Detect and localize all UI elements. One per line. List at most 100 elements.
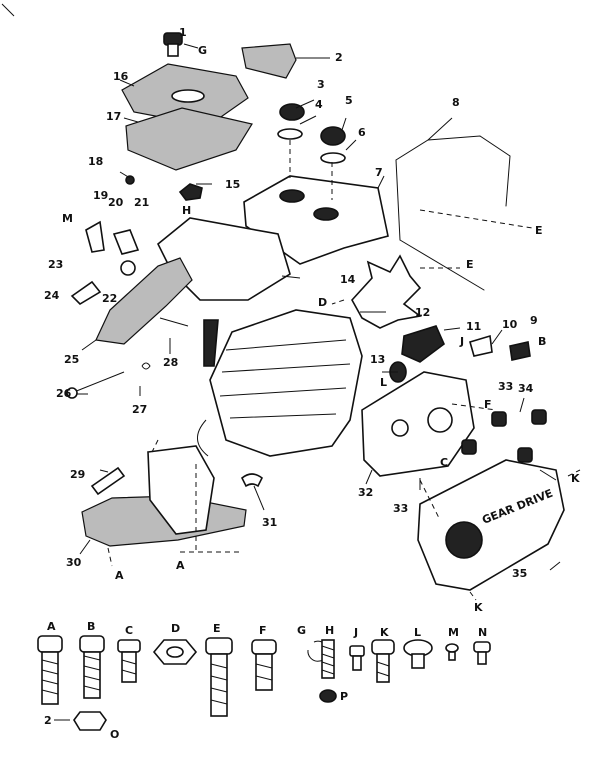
- part-screw-18: [125, 175, 135, 185]
- part-rear-handle: [95, 257, 193, 345]
- label-A1: A: [115, 569, 124, 582]
- label-B: B: [538, 335, 546, 348]
- part-spring: [120, 260, 136, 276]
- label-21: 21: [134, 196, 149, 209]
- label-28: 28: [163, 356, 178, 369]
- hw-label-B: B: [87, 620, 95, 633]
- part-clutch: [401, 325, 445, 363]
- gear-case-hole: [391, 419, 409, 437]
- label-32: 32: [358, 486, 373, 499]
- label-5: 5: [345, 94, 353, 107]
- bolt-head: [66, 387, 78, 399]
- assembly-guide-lines: [107, 140, 581, 601]
- label-6: 6: [358, 126, 366, 139]
- part-knob: [163, 32, 183, 57]
- label-1: 1: [179, 26, 187, 39]
- label-23: 23: [48, 258, 63, 271]
- label-7: 7: [375, 166, 383, 179]
- label-E2: E: [466, 258, 474, 271]
- part-bushing-d: [517, 447, 533, 463]
- hw-label-C: C: [125, 624, 133, 637]
- label-20: 20: [108, 196, 124, 209]
- leader-lines: [76, 43, 561, 571]
- hardware-screw-J: [349, 645, 365, 671]
- label-M: M: [62, 212, 73, 225]
- part-decal-plate: [241, 43, 297, 79]
- hw-label-F: F: [259, 624, 267, 637]
- label-E1: E: [535, 224, 543, 237]
- label-J: J: [459, 335, 464, 348]
- label-L: L: [380, 376, 387, 389]
- hw-label-P: P: [340, 690, 348, 703]
- hardware-screw-N: [473, 641, 491, 665]
- hardware-screw-L: [403, 639, 433, 669]
- part-block: [509, 341, 531, 361]
- hardware-bolt-B: [79, 635, 105, 699]
- label-9: 9: [530, 314, 538, 327]
- label-2: 2: [335, 51, 343, 64]
- part-nut: [178, 183, 203, 201]
- part-latch: [70, 280, 102, 306]
- part-gear-case: [361, 371, 475, 477]
- label-34: 34: [518, 382, 534, 395]
- part-pin: [159, 317, 189, 327]
- cover-emblem: [445, 521, 483, 559]
- label-10: 10: [502, 318, 518, 331]
- hardware-screw-K: [371, 639, 395, 683]
- label-14: 14: [340, 273, 356, 286]
- part-sprocket: [351, 254, 422, 329]
- label-29: 29: [70, 468, 85, 481]
- hw-label-L: L: [414, 626, 421, 639]
- label-26: 26: [56, 387, 72, 400]
- label-33a: 33: [498, 380, 513, 393]
- tank-opening-right: [313, 207, 339, 221]
- hardware-nut-O: [73, 711, 107, 731]
- label-4: 4: [315, 98, 323, 111]
- part-clip: [240, 473, 264, 488]
- label-K2: K: [474, 601, 483, 614]
- hardware-stud-H: [319, 639, 337, 703]
- label-27: 27: [132, 403, 147, 416]
- hw-label-H: H: [325, 624, 334, 637]
- label-18: 18: [88, 155, 103, 168]
- part-grip: [203, 319, 219, 367]
- hw-label-A: A: [47, 620, 56, 633]
- part-small-spring: [141, 362, 151, 370]
- label-G: G: [198, 44, 207, 57]
- callout-labels: 1 2 3 4 5 6 7 8 9 10 11 12 13 14 15 16 1…: [44, 26, 580, 614]
- part-gear-drive-cover: [417, 459, 565, 591]
- label-12: 12: [415, 306, 430, 319]
- label-35: 35: [512, 567, 527, 580]
- cover-badge: [171, 89, 205, 103]
- hardware-bolt-E: [205, 637, 233, 717]
- engine-block: [209, 309, 363, 457]
- label-8: 8: [452, 96, 460, 109]
- label-11: 11: [466, 320, 481, 333]
- hardware-bolt-A: [37, 635, 63, 705]
- hw-label-M: M: [448, 626, 459, 639]
- part-oil-cap: [277, 103, 305, 140]
- label-13: 13: [370, 353, 385, 366]
- hw-label-E: E: [213, 622, 221, 635]
- part-bracket: [469, 334, 493, 357]
- label-D: D: [318, 296, 327, 309]
- part-lever: [90, 466, 126, 496]
- part-throttle-link: [112, 229, 140, 255]
- label-17: 17: [106, 110, 121, 123]
- label-3: 3: [317, 78, 325, 91]
- hw-label-D: D: [171, 622, 180, 635]
- hardware-screw-M: [445, 643, 459, 661]
- hardware-screw-C: [117, 639, 141, 683]
- handle-lower-bar: [399, 239, 485, 291]
- part-front-handle: [395, 135, 511, 241]
- label-16: 16: [113, 70, 129, 83]
- label-31: 31: [262, 516, 277, 529]
- hw-label-G: G: [297, 624, 306, 637]
- label-K1: K: [571, 472, 580, 485]
- label-A2: A: [176, 559, 185, 572]
- label-15: 15: [225, 178, 240, 191]
- label-25: 25: [64, 353, 79, 366]
- label-30: 30: [66, 556, 82, 569]
